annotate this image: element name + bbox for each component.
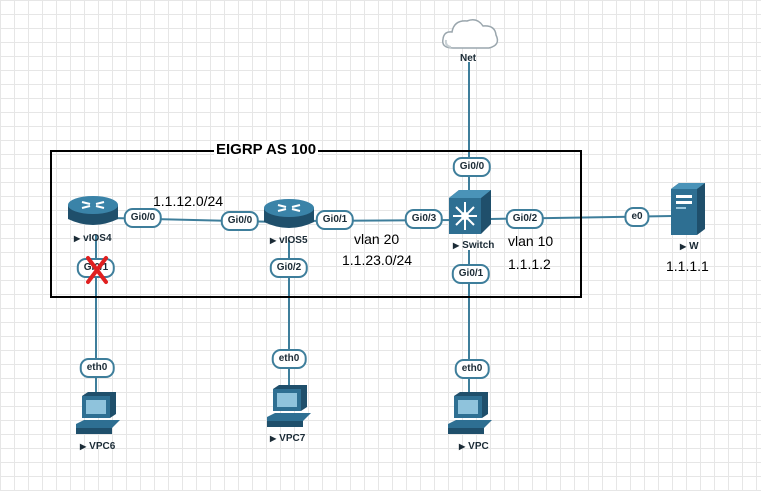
router-vios5[interactable] — [262, 198, 316, 232]
pc-vpc7[interactable] — [265, 385, 313, 429]
vios5-label: ▶vIOS5 — [270, 235, 308, 246]
iface-switch-gi03[interactable]: Gi0/3 — [404, 209, 444, 229]
cloud-icon — [441, 19, 499, 49]
server-label: ▶W — [680, 241, 699, 252]
router-vios4[interactable] — [66, 195, 120, 229]
server-icon — [671, 183, 705, 235]
iface-vios4-gi00[interactable]: Gi0/0 — [123, 208, 163, 228]
switch-label: ▶Switch — [453, 240, 495, 251]
iface-switch-gi00[interactable]: Gi0/0 — [452, 157, 492, 177]
router-icon — [68, 196, 118, 225]
play-icon: ▶ — [453, 241, 460, 250]
net-label: Net — [460, 53, 477, 64]
iface-vpc6-eth0[interactable]: eth0 — [79, 358, 115, 378]
iface-switch-gi02[interactable]: Gi0/2 — [505, 209, 545, 229]
play-icon: ▶ — [74, 234, 81, 243]
pc-vpc6[interactable] — [74, 392, 122, 436]
switch-ip-label: 1.1.1.2 — [508, 256, 551, 272]
vlan10-label: vlan 10 — [508, 233, 554, 249]
play-icon: ▶ — [270, 434, 277, 443]
vpc-label: ▶VPC — [459, 441, 489, 452]
switch-device[interactable] — [445, 188, 493, 236]
pc-icon — [76, 392, 120, 434]
pc-vpc[interactable] — [446, 392, 494, 436]
vpc7-label: ▶VPC7 — [270, 433, 306, 444]
play-icon: ▶ — [680, 242, 687, 251]
router-icon — [264, 199, 314, 228]
server-w[interactable] — [669, 181, 707, 237]
vlan20-label: vlan 20 — [354, 231, 400, 247]
iface-vpc-eth0[interactable]: eth0 — [454, 359, 490, 379]
net-cloud[interactable] — [439, 14, 501, 52]
pc-icon — [448, 392, 492, 434]
iface-server-e0[interactable]: e0 — [624, 207, 650, 227]
eigrp-area-label: EIGRP AS 100 — [214, 141, 319, 158]
vios4-label: ▶vIOS4 — [74, 233, 112, 244]
play-icon: ▶ — [459, 442, 466, 451]
play-icon: ▶ — [80, 442, 87, 451]
iface-vios5-gi02[interactable]: Gi0/2 — [269, 258, 309, 278]
switch-icon — [449, 190, 491, 234]
iface-switch-gi01[interactable]: Gi0/1 — [451, 264, 491, 284]
iface-vios5-gi01[interactable]: Gi0/1 — [315, 210, 355, 230]
iface-vpc7-eth0[interactable]: eth0 — [271, 349, 307, 369]
subnet-label-vios5-switch: 1.1.23.0/24 — [342, 252, 413, 268]
vpc6-label: ▶VPC6 — [80, 441, 116, 452]
pc-icon — [267, 385, 311, 427]
subnet-label-vios4-vios5: 1.1.12.0/24 — [153, 193, 224, 209]
server-ip: 1.1.1.1 — [666, 258, 709, 274]
play-icon: ▶ — [270, 236, 277, 245]
iface-vios5-gi00[interactable]: Gi0/0 — [220, 211, 260, 231]
link-down-x-icon — [86, 256, 108, 284]
